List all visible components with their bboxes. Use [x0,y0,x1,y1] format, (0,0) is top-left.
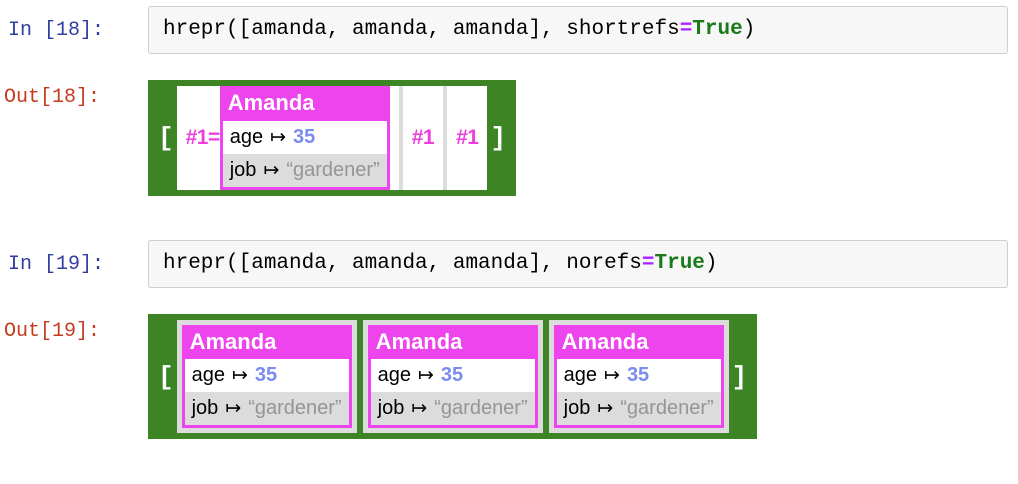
input-prompt-18: In [18]: [8,19,105,42]
object-row-age: age ↦ 35 [556,359,721,393]
field-value: 35 [626,364,650,387]
code-tail-18: ) [742,18,756,41]
output-area-19: [ Amanda age ↦ 35 [148,310,1018,440]
field-value: “gardener” [248,397,342,420]
input-cell-19: In [19]: hrepr([amanda, amanda, amanda],… [0,239,1018,288]
field-value: “gardener” [620,397,714,420]
field-value: “gardener” [286,158,380,181]
field-key: job [191,397,219,420]
object-title: Amanda [561,328,649,354]
ref-label: #1 [411,125,435,149]
list-items-track-19: Amanda age ↦ 35 job ↦ “gar [176,319,729,434]
output-area-18: [ #1= Amanda age ↦ 35 [148,76,1018,196]
spacer [0,288,1018,310]
code-text-18: hrepr([amanda, amanda, amanda], shortref… [163,18,680,41]
list-open-bracket: [ [158,361,174,392]
hrepr-list-18: [ #1= Amanda age ↦ 35 [148,80,517,196]
code-keyword-19: True [654,251,705,275]
code-operator-18: = [679,18,693,41]
maps-to-icon: ↦ [231,364,248,387]
list-item[interactable]: Amanda age ↦ 35 job ↦ “gar [176,319,357,434]
field-key: age [563,364,598,387]
field-key: job [563,397,591,420]
object-box-amanda[interactable]: Amanda age ↦ 35 job ↦ “gar [219,86,390,190]
object-title: Amanda [189,328,277,354]
spacer [0,196,1018,240]
code-editor-19[interactable]: hrepr([amanda, amanda, amanda], norefs=T… [148,239,1008,288]
output-cell-18: Out[18]: [ #1= Amanda age ↦ [0,76,1018,196]
input-prompt-19: In [19]: [8,252,105,276]
object-box-amanda[interactable]: Amanda age ↦ 35 job ↦ “gar [181,324,352,429]
field-value: “gardener” [434,397,528,420]
output-cell-19: Out[19]: [ Amanda age ↦ 35 [0,310,1018,440]
object-box-amanda[interactable]: Amanda age ↦ 35 job ↦ “gar [553,324,724,429]
list-open-bracket: [ [158,122,174,153]
object-box-amanda[interactable]: Amanda age ↦ 35 job ↦ “gar [367,324,538,429]
maps-to-icon: ↦ [604,364,620,387]
ref-label: #1 [456,125,479,149]
field-value: 35 [440,364,464,387]
object-row-job: job ↦ “gardener” [556,392,721,426]
object-row-job: job ↦ “gardener” [370,392,535,426]
list-item[interactable]: Amanda age ↦ 35 job ↦ “gar [548,319,729,434]
field-key: job [377,397,405,420]
object-row-age: age ↦ 35 [370,359,535,393]
field-key: age [191,364,225,387]
list-item[interactable]: #1 [402,86,444,190]
output-prompt-18: Out[18]: [4,86,101,110]
input-area-19: hrepr([amanda, amanda, amanda], norefs=T… [148,239,1018,288]
object-title: Amanda [375,328,463,354]
list-close-bracket: ] [490,122,507,153]
spacer [0,54,1018,76]
list-items-track-18: #1= Amanda age ↦ 35 job [176,86,488,190]
field-value: 35 [254,364,278,387]
code-operator-19: = [641,251,655,275]
maps-to-icon: ↦ [411,397,428,420]
object-body: age ↦ 35 job ↦ “gardener” [222,120,387,187]
object-body: age ↦ 35 job ↦ “gardener” [370,359,535,426]
notebook: In [18]: hrepr([amanda, amanda, amanda],… [0,6,1018,440]
maps-to-icon: ↦ [225,397,242,420]
code-editor-18[interactable]: hrepr([amanda, amanda, amanda], shortref… [148,6,1008,55]
maps-to-icon: ↦ [418,364,434,387]
object-row-age: age ↦ 35 [184,359,349,393]
code-keyword-18: True [692,18,743,41]
list-item[interactable]: #1= Amanda age ↦ 35 job [176,86,399,190]
object-row-age: age ↦ 35 [222,120,387,154]
field-key: age [229,125,264,148]
maps-to-icon: ↦ [263,158,280,181]
object-body: age ↦ 35 job ↦ “gardener” [184,359,349,426]
field-key: job [229,158,257,181]
hrepr-list-19: [ Amanda age ↦ 35 [148,313,758,440]
object-row-job: job ↦ “gardener” [184,392,349,426]
input-area-18: hrepr([amanda, amanda, amanda], shortref… [148,6,1018,55]
list-close-bracket: ] [731,361,748,392]
object-body: age ↦ 35 job ↦ “gardener” [556,359,721,426]
code-tail-19: ) [704,251,718,275]
input-cell-18: In [18]: hrepr([amanda, amanda, amanda],… [0,6,1018,55]
list-item[interactable]: Amanda age ↦ 35 job ↦ “gar [362,319,543,434]
field-value: 35 [293,125,316,148]
maps-to-icon: ↦ [270,125,287,148]
object-title: Amanda [227,90,315,116]
code-text-19: hrepr([amanda, amanda, amanda], norefs [163,251,642,275]
maps-to-icon: ↦ [597,397,614,420]
ref-label: #1= [185,125,221,149]
field-key: age [377,364,411,387]
list-item[interactable]: #1 [447,86,488,190]
object-row-job: job ↦ “gardener” [222,153,387,187]
output-prompt-19: Out[19]: [4,319,101,343]
